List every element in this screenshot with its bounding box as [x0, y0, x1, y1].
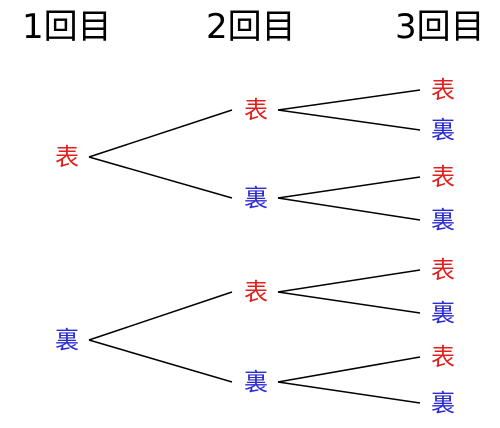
- round2-node-tails: 裏: [244, 368, 268, 396]
- branch-line-r2-r3: [277, 197, 421, 221]
- branch-line-r2-r3: [277, 356, 421, 383]
- header-round-2: 2回目: [206, 7, 296, 47]
- branch-line-r2-r3: [277, 291, 421, 314]
- header-round-1: 1回目: [22, 7, 112, 47]
- header-round-3: 3回目: [395, 7, 485, 47]
- branch-line-r1-r2: [88, 156, 233, 199]
- round3-node-tails: 裏: [431, 389, 455, 417]
- round2-node-heads: 表: [244, 96, 268, 124]
- round3-node-tails: 裏: [431, 116, 455, 144]
- round3-node-heads: 表: [431, 163, 455, 191]
- branch-line-r1-r2: [88, 339, 233, 383]
- branch-line-r2-r3: [277, 381, 421, 404]
- branch-line-r1-r2: [88, 291, 233, 341]
- round3-node-heads: 表: [431, 256, 455, 284]
- branch-line-r1-r2: [88, 109, 233, 158]
- branch-line-r2-r3: [277, 176, 421, 199]
- round1-node-tails: 裏: [55, 326, 79, 354]
- branch-line-r2-r3: [277, 89, 421, 111]
- round1-node-heads: 表: [55, 143, 79, 171]
- branch-line-r2-r3: [277, 269, 421, 293]
- round3-node-tails: 裏: [431, 299, 455, 327]
- round2-node-tails: 裏: [244, 184, 268, 212]
- round3-node-heads: 表: [431, 76, 455, 104]
- round3-node-heads: 表: [431, 343, 455, 371]
- round3-node-tails: 裏: [431, 206, 455, 234]
- branch-line-r2-r3: [277, 109, 421, 131]
- round2-node-heads: 表: [244, 278, 268, 306]
